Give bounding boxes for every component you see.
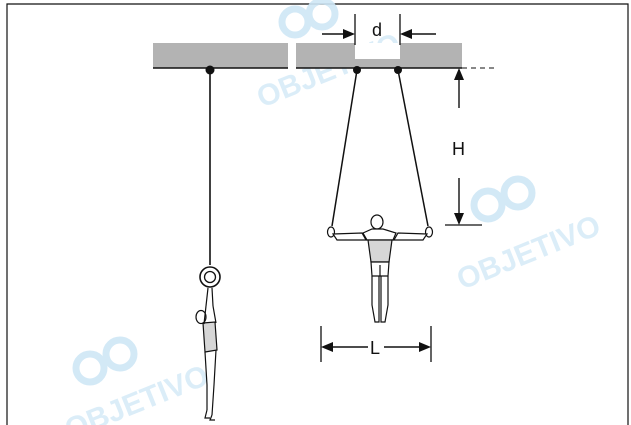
right-rope-right: [397, 69, 429, 227]
left-gymnast-figure: [195, 287, 218, 421]
left-ring-inner: [203, 270, 217, 284]
watermark-bottom-left: OBJETIVO: [60, 336, 213, 425]
h-arrowhead-top: [454, 68, 464, 80]
label-L: L: [370, 338, 380, 358]
svg-text:OBJETIVO: OBJETIVO: [252, 27, 405, 114]
ceiling-beam-left: [153, 43, 288, 68]
d-arrowhead-left: [343, 29, 355, 39]
watermark-right: OBJETIVO: [452, 175, 605, 296]
label-d: d: [372, 20, 382, 40]
right-gymnast-figure: [326, 214, 434, 323]
d-arrowhead-right: [400, 29, 412, 39]
svg-text:OBJETIVO: OBJETIVO: [452, 209, 605, 296]
ceiling-notch: [355, 43, 400, 59]
svg-text:OBJETIVO: OBJETIVO: [60, 359, 213, 425]
l-arrowhead-left: [321, 342, 333, 352]
h-arrowhead-bottom: [454, 213, 464, 225]
label-H: H: [452, 139, 465, 159]
right-rope-left: [331, 69, 358, 227]
l-arrowhead-right: [419, 342, 431, 352]
